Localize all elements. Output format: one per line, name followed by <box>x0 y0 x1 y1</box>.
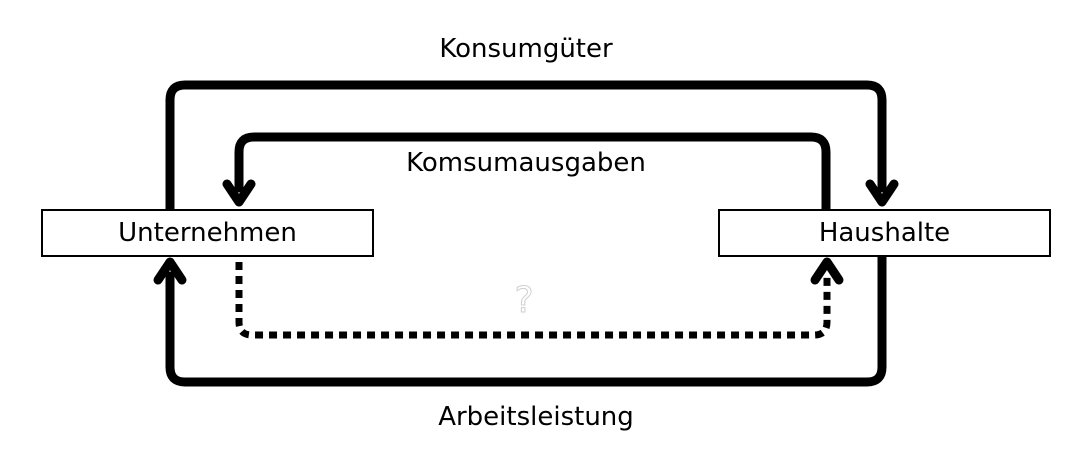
unknown-flow-question-mark: ? <box>514 280 534 322</box>
firms-label: Unternehmen <box>118 218 297 248</box>
unknown-arrowhead-icon <box>810 257 844 285</box>
goods-flow-label: Konsumgüter <box>439 34 613 64</box>
labor-arrowhead-icon <box>153 257 187 285</box>
firms-box: Unternehmen <box>41 209 374 257</box>
labor-flow-label: Arbeitsleistung <box>438 402 634 432</box>
households-box: Haushalte <box>718 209 1051 257</box>
goods-flow-arrow <box>165 80 887 214</box>
labor-flow-arrow <box>165 252 887 387</box>
spending-flow-arrow <box>234 132 831 214</box>
spending-arrowhead-icon <box>222 179 256 207</box>
spending-flow-label: Komsumausgaben <box>406 148 646 178</box>
goods-arrowhead-icon <box>865 179 899 207</box>
households-label: Haushalte <box>818 218 951 248</box>
unknown-flow-arrow <box>235 262 831 339</box>
